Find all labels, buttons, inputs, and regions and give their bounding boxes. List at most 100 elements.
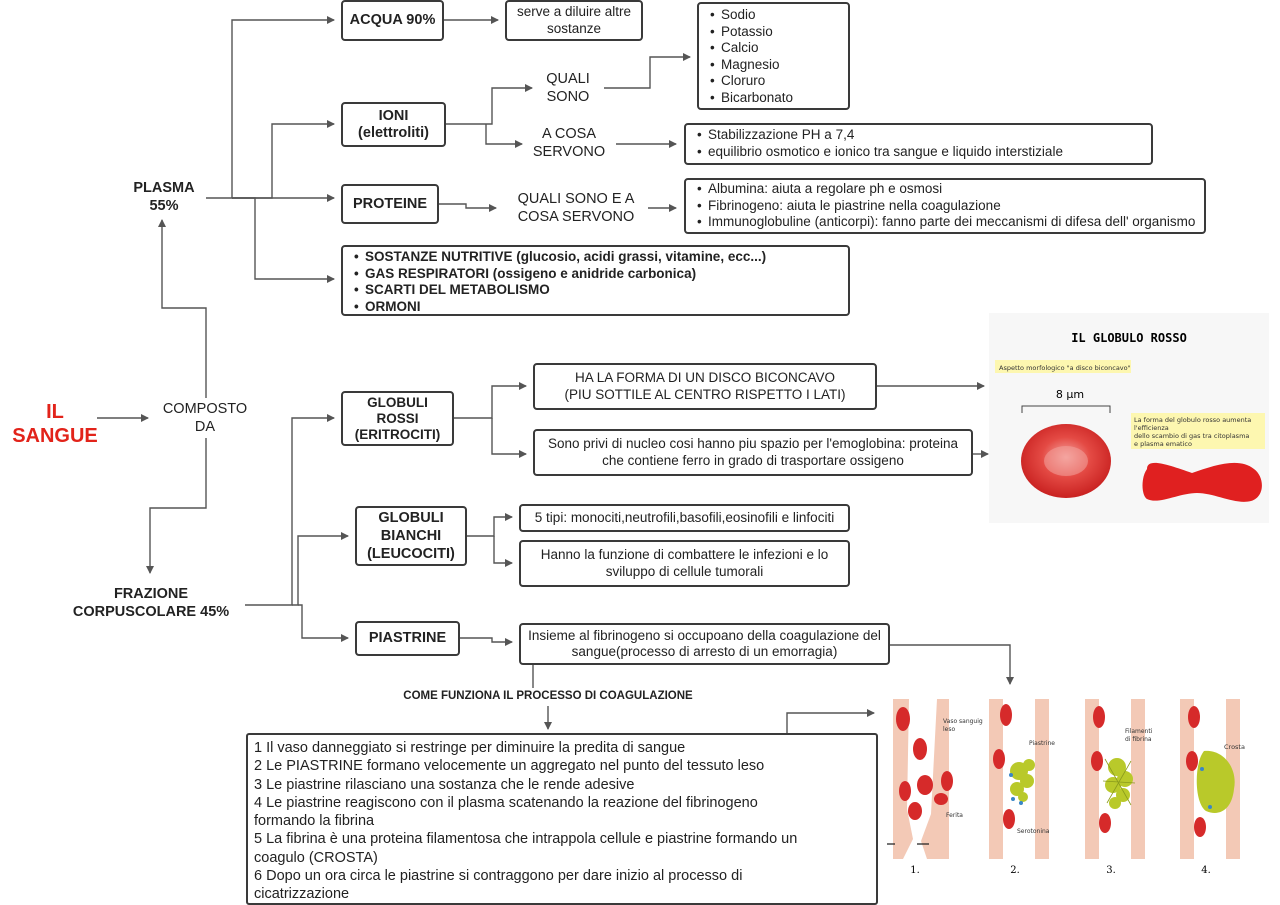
globuli-bianchi-funzione-line2: sviluppo di cellule tumorali [605,563,764,579]
globuli-rossi-line1: GLOBULI [367,394,428,410]
globuli-bianchi-line3: (LEUCOCITI) [367,546,455,562]
globuli-rossi-forma-box: HA LA FORMA DI UN DISCO BICONCAVO (PIU S… [533,363,877,410]
acqua-desc-box: serve a diluire altre sostanze [505,0,643,41]
globuli-rossi-box: GLOBULI ROSSI (ERITROCITI) [341,391,454,446]
ioni-acosa-line1: A COSA [542,126,596,142]
proteine-list-box: Albumina: aiuta a regolare ph e osmosi F… [684,178,1206,234]
svg-text:Filamenti di fibrina: Filamenti di fibrina [1125,728,1154,743]
clot-number: 4. [1201,865,1211,876]
globulo-title: IL GLOBULO ROSSO [1071,331,1187,345]
clot-panel-2: Piastrine Serotonina 2. [989,699,1055,876]
clot-label-4: Crosta [1224,743,1245,751]
proteine-list-item: Fibrinogeno: aiuta le piastrine nella co… [697,198,1200,215]
ioni-functions-list: Stabilizzazione PH a 7,4 equilibrio osmo… [690,127,1147,160]
coagulazione-line: 4 Le piastrine reagiscono con il plasma … [254,794,758,811]
ioni-list-box: Sodio Potassio Calcio Magnesio Cloruro B… [697,2,850,110]
globuli-bianchi-tipi-box: 5 tipi: monociti,neutrofili,basofili,eos… [519,504,850,532]
globulo-rosso-svg: IL GLOBULO ROSSO Aspetto morfologico "a … [995,331,1265,502]
acqua-desc: serve a diluire altre sostanze [516,4,632,36]
altri-componenti-item: SCARTI DEL METABOLISMO [354,282,844,299]
main-title-line1: IL [46,401,64,423]
coagulazione-line: 6 Dopo un ora circa le piastrine si cont… [254,868,743,885]
composto-line2: DA [194,419,216,435]
ioni-box: IONI (elettroliti) [341,102,446,147]
globuli-rossi-line2: ROSSI [376,410,419,426]
clot-panel-1: Vaso sanguig leso Ferita 1. [881,699,985,876]
ioni-list-item: Bicarbonato [710,90,844,107]
coagulazione-line: 1 Il vaso danneggiato si restringe per d… [254,740,686,756]
altri-componenti-item: ORMONI [354,299,844,316]
proteine-list-item: Albumina: aiuta a regolare ph e osmosi [697,181,1200,198]
globuli-bianchi-line2: BIANCHI [380,528,442,544]
clot-label-3: di fibrina [1125,736,1152,743]
clot-panel-4: Crosta 4. [1180,699,1245,876]
proteine-box: PROTEINE [341,184,439,224]
ioni-list-item: Cloruro [710,73,844,90]
globuli-rossi-forma-line2: (PIU SOTTILE AL CENTRO RISPETTO I LATI) [564,386,846,402]
clot-label-1: Vaso sanguig [943,718,983,725]
coagulazione-line: cicatrizzazione [254,886,350,903]
altri-componenti-item: SOSTANZE NUTRITIVE (glucosio, acidi gras… [354,249,844,266]
clot-label-2: Piastrine [1029,740,1055,747]
clot-label-3: Filamenti [1125,728,1153,735]
globuli-rossi-nucleo-box: Sono privi di nucleo cosi hanno piu spaz… [533,429,973,476]
acqua-label: ACQUA 90% [349,12,436,29]
globuli-rossi-nucleo-line1: Sono privi di nucleo cosi hanno piu spaz… [547,436,959,451]
clot-label-1b: Ferita [946,812,963,819]
proteine-question-label: QUALI SONO E A COSA SERVONO [504,190,648,226]
ioni-acosa-label: A COSA SERVONO [522,125,616,161]
clot-number: 2. [1010,865,1020,876]
svg-text:Vaso sanguig leso: Vaso sanguig leso [943,718,985,733]
clot-label-2b: Serotonina [1017,828,1050,835]
composto-label: COMPOSTO DA [150,400,260,436]
proteine-label: PROTEINE [352,195,428,212]
piastrine-label: PIASTRINE [368,630,447,647]
altri-componenti-item: GAS RESPIRATORI (ossigeno e anidride car… [354,266,844,283]
globuli-bianchi-funzione-line1: Hanno la funzione di combattere le infez… [540,547,829,562]
globulo-rosso-illustration: IL GLOBULO ROSSO Aspetto morfologico "a … [989,313,1269,523]
globulo-size: 8 µm [1056,388,1084,401]
globulo-note-line: e plasma ematico [1134,440,1192,448]
ioni-quali-line2: SONO [546,89,590,105]
ioni-acosa-line2: SERVONO [532,144,606,160]
coagulazione-svg: Vaso sanguig leso Ferita 1. [881,699,1245,876]
main-title-line2: SANGUE [12,425,98,447]
coagulazione-line: coagulo (CROSTA) [254,849,378,866]
coagulazione-line: 5 La fibrina è una proteina filamentosa … [254,831,798,848]
ioni-functions-box: Stabilizzazione PH a 7,4 equilibrio osmo… [684,123,1153,165]
proteine-list: Albumina: aiuta a regolare ph e osmosi F… [690,181,1200,231]
piastrine-desc-line2: sangue(processo di arresto di un emorrag… [571,644,838,659]
ioni-list-item: Magnesio [710,57,844,74]
piastrine-desc-line1: Insieme al fibrinogeno si occupoano dell… [528,627,881,643]
ioni-list: Sodio Potassio Calcio Magnesio Cloruro B… [703,7,844,107]
ioni-quali-label: QUALI SONO [530,70,606,106]
plasma-label: PLASMA 55% [114,179,214,215]
piastrine-box: PIASTRINE [355,621,460,656]
coagulazione-line: formando la fibrina [254,813,375,830]
globuli-rossi-line3: (ERITROCITI) [354,426,441,442]
globulo-note: La forma del globulo rosso aumenta l'eff… [1134,416,1253,448]
ioni-function-item: Stabilizzazione PH a 7,4 [697,127,1147,144]
globuli-bianchi-box: GLOBULI BIANCHI (LEUCOCITI) [355,506,467,566]
clot-label-1: leso [943,726,955,733]
ioni-line1: IONI [378,108,409,124]
globulo-note-line: l'efficienza [1134,424,1169,432]
ioni-list-item: Calcio [710,40,844,57]
ioni-function-item: equilibrio osmotico e ionico tra sangue … [697,144,1147,161]
coagulazione-line: 2 Le PIASTRINE formano velocemente un ag… [254,758,765,775]
frazione-line2: CORPUSCOLARE 45% [72,604,230,620]
frazione-label: FRAZIONE CORPUSCOLARE 45% [60,585,242,621]
main-title: IL SANGUE [6,400,104,448]
globuli-rossi-forma-line1: HA LA FORMA DI UN DISCO BICONCAVO [574,370,836,385]
piastrine-desc-box: Insieme al fibrinogeno si occupoano dell… [519,623,890,665]
ioni-list-item: Potassio [710,24,844,41]
plasma-line2: 55% [149,198,179,214]
acqua-box: ACQUA 90% [341,0,444,41]
coagulazione-steps-box: 1 Il vaso danneggiato si restringe per d… [246,733,878,905]
altri-componenti-box: SOSTANZE NUTRITIVE (glucosio, acidi gras… [341,245,850,316]
clot-panel-3: Filamenti di fibrina 3. [1085,699,1154,876]
plasma-line1: PLASMA [133,180,195,196]
ioni-list-item: Sodio [710,7,844,24]
altri-componenti-list: SOSTANZE NUTRITIVE (glucosio, acidi gras… [347,249,844,315]
